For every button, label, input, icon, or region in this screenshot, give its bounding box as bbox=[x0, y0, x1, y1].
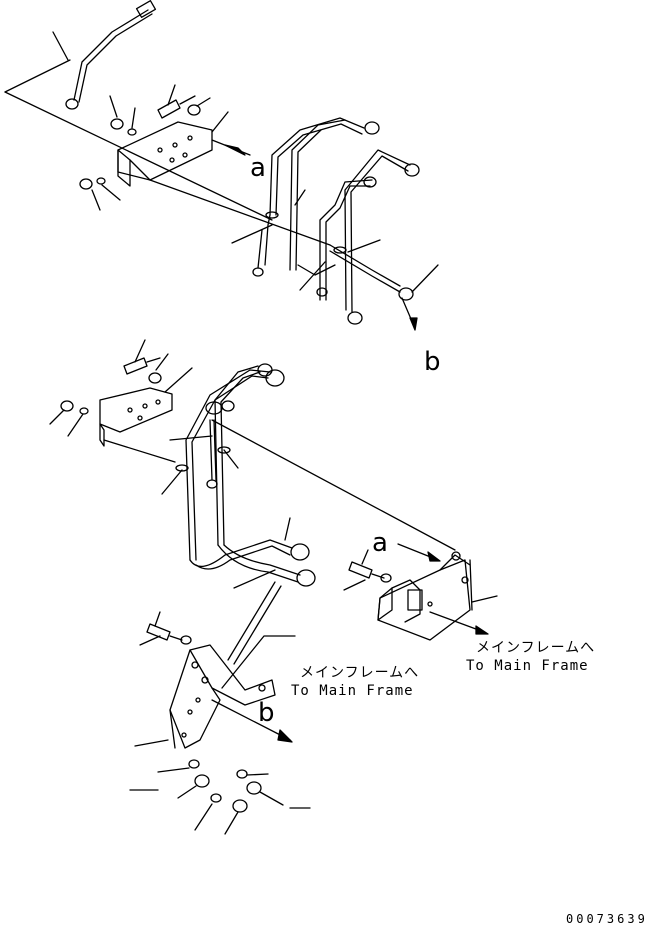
callout-b-lower: b bbox=[258, 698, 275, 728]
destination-right-jp: メインフレームへ bbox=[476, 640, 595, 656]
middle-bracket-plate bbox=[100, 388, 172, 446]
top-bolt-washer bbox=[80, 96, 200, 189]
middle-leader-lines bbox=[50, 340, 290, 588]
destination-lower-en: To Main Frame bbox=[291, 683, 414, 699]
lower-leader-lines bbox=[130, 612, 310, 834]
callout-b-top: b bbox=[424, 347, 441, 377]
middle-bolt-washer bbox=[61, 358, 161, 414]
middle-tube-assembly bbox=[176, 364, 315, 586]
top-bracket-plate bbox=[118, 122, 212, 186]
callout-a-right: a bbox=[372, 528, 388, 558]
top-tube-assembly bbox=[253, 118, 419, 324]
lower-bolt-washer bbox=[147, 624, 191, 644]
reference-line-top bbox=[5, 92, 272, 220]
right-bolt-washer bbox=[349, 562, 391, 582]
tube-leader-line bbox=[5, 60, 70, 92]
right-mount-bracket bbox=[378, 552, 472, 640]
lower-bracket bbox=[170, 645, 275, 748]
top-left-tube bbox=[66, 1, 155, 109]
destination-lower-jp: メインフレームへ bbox=[300, 665, 419, 681]
lower-nuts-washers bbox=[189, 760, 261, 812]
destination-right-en: To Main Frame bbox=[466, 658, 589, 674]
reference-line-middle bbox=[212, 420, 455, 550]
document-number: 00073639 bbox=[566, 912, 648, 926]
callout-a-top: a bbox=[250, 153, 266, 183]
